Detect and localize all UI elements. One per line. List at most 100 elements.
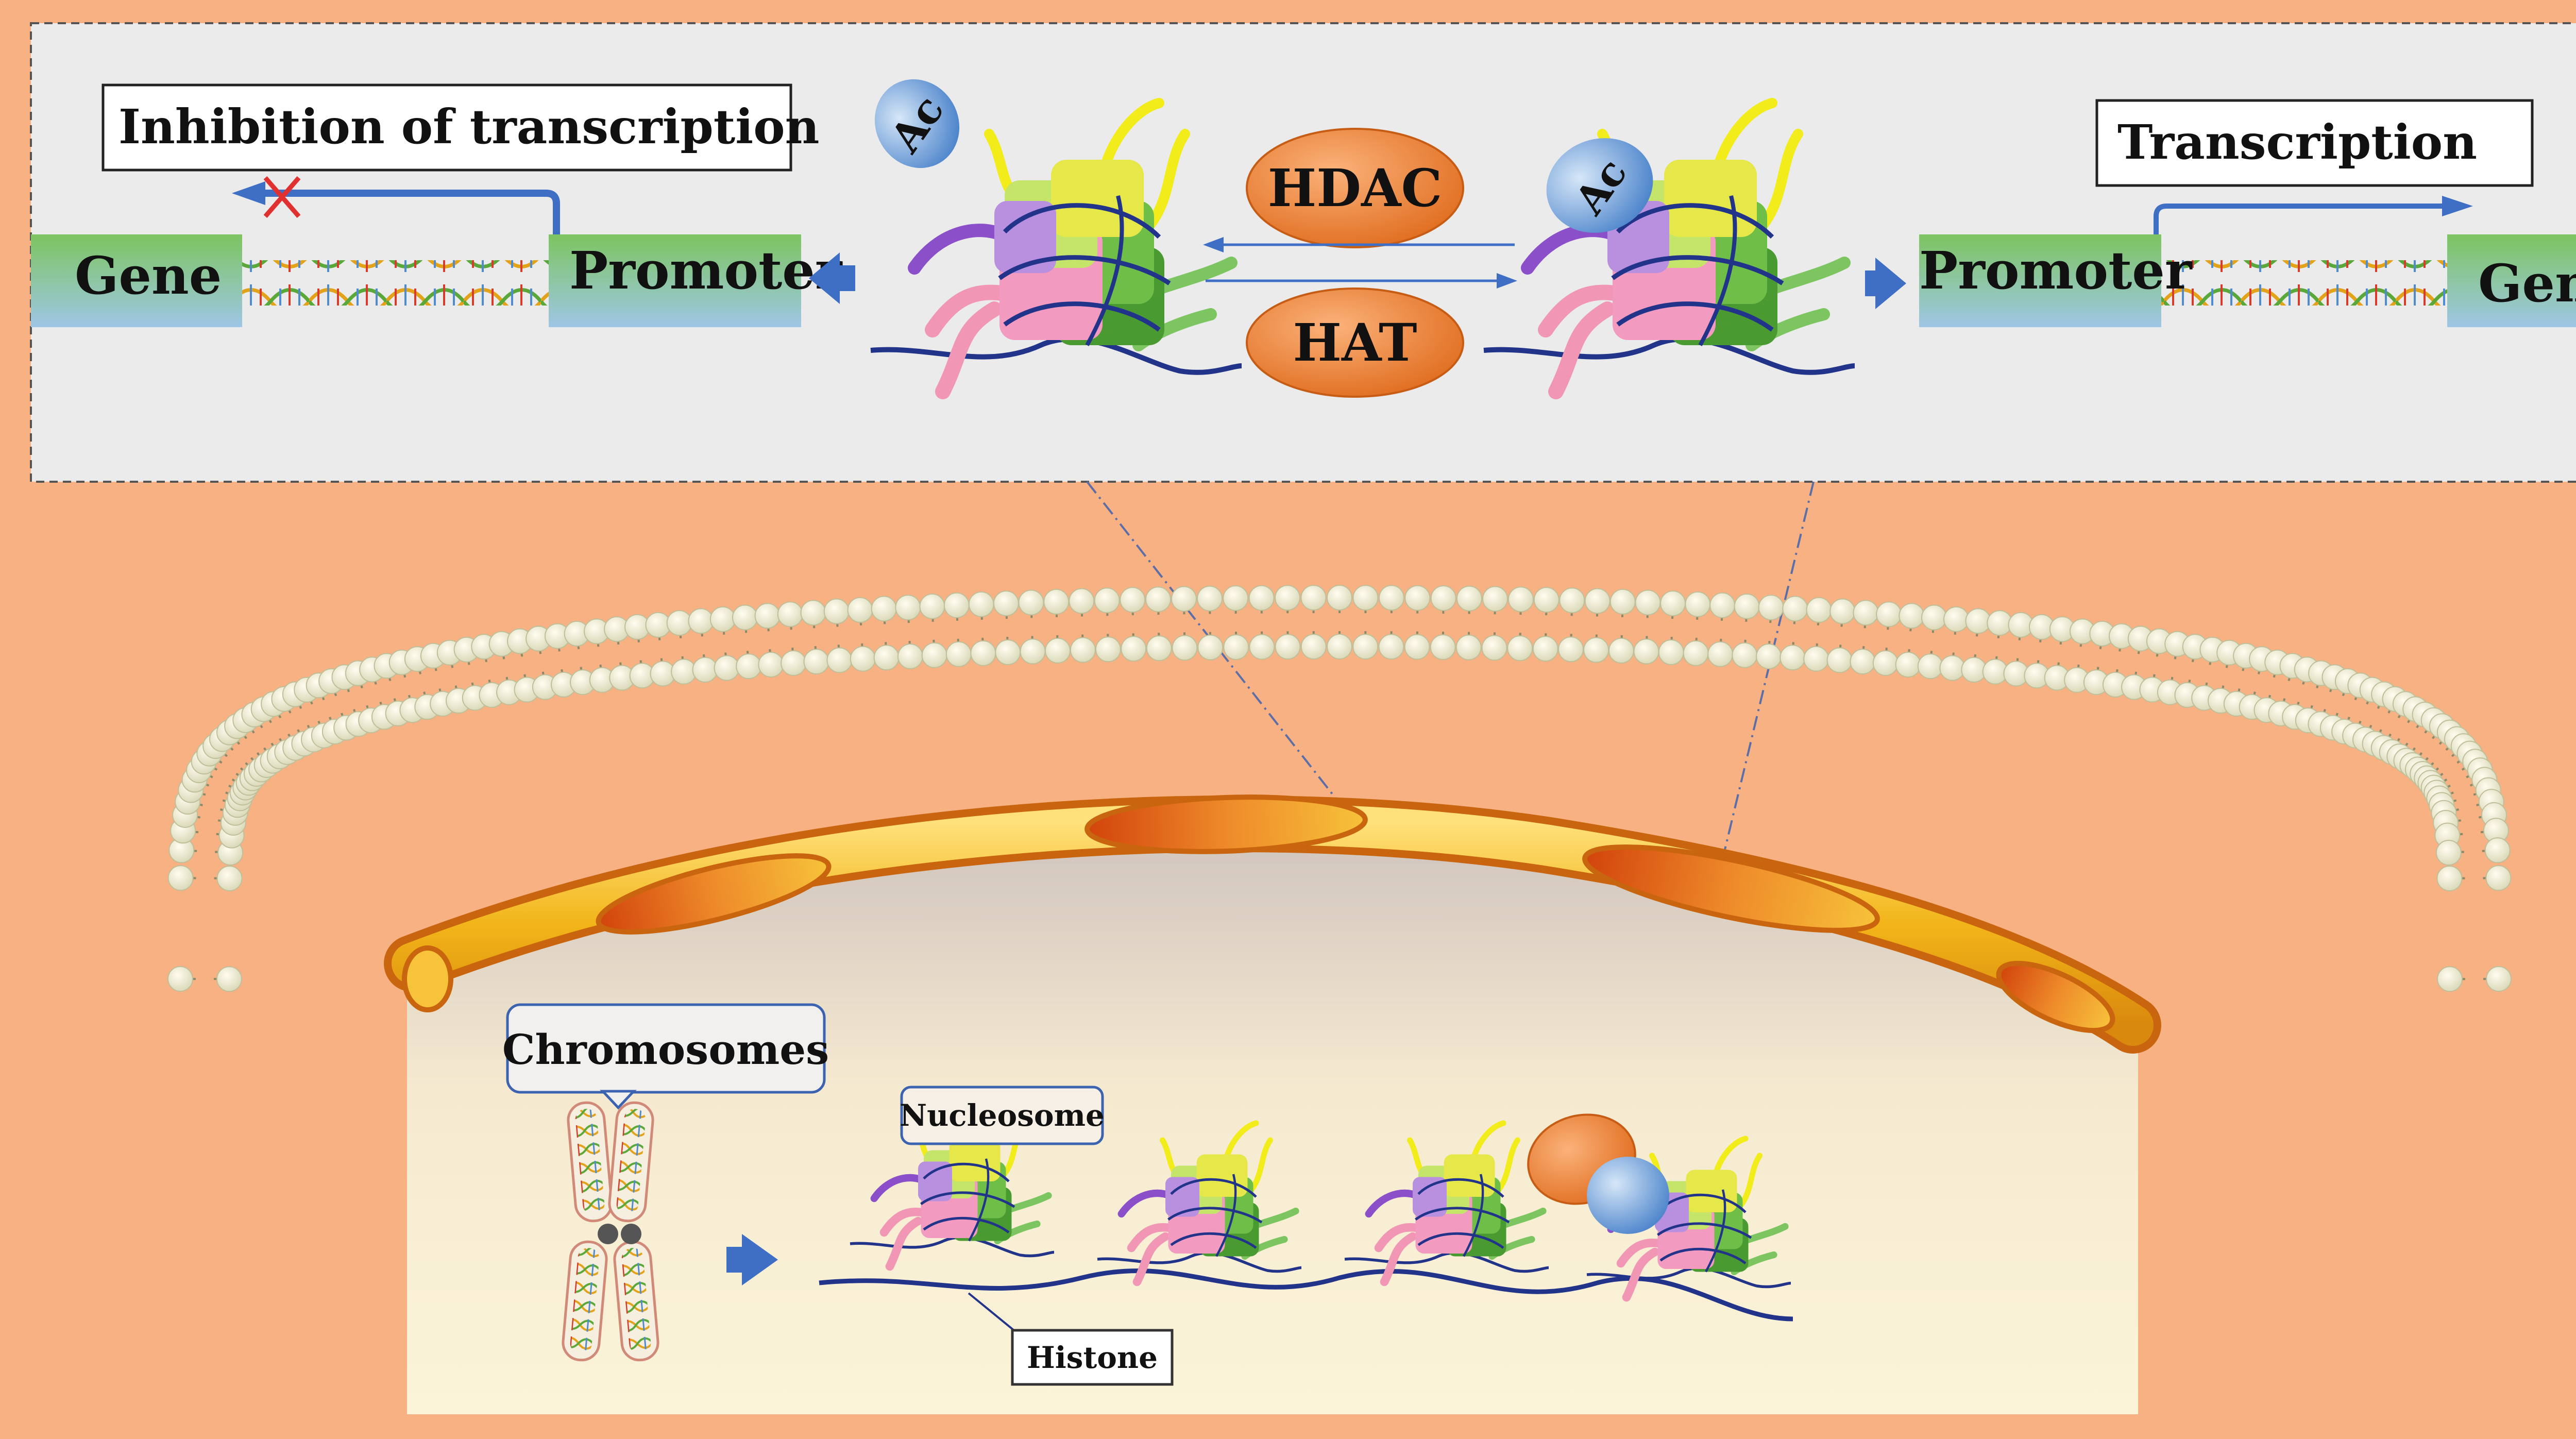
lipid-head	[1327, 585, 1352, 611]
transcription-label-box	[2095, 99, 2534, 187]
dna-helix-icon-right	[2161, 260, 2450, 306]
histone-label-box	[1011, 1329, 1174, 1386]
lipid-head	[1456, 585, 1482, 612]
lipid-head	[1635, 589, 1661, 616]
lipid-head	[2437, 966, 2463, 992]
lipid-head	[2485, 865, 2512, 891]
lipid-head	[781, 650, 807, 676]
nucleosome-acetylated-icon: Ac	[1484, 103, 1855, 392]
lipid-head	[736, 653, 762, 680]
lipid-head	[847, 597, 873, 623]
lipid-head	[1095, 636, 1121, 663]
promoter-label-right: Promoter	[1919, 240, 2193, 301]
promoter-block-right	[1919, 234, 2161, 327]
lipid-head	[1583, 637, 1609, 663]
lipid-head	[1275, 634, 1301, 660]
lipid-head	[1683, 640, 1709, 666]
hdac-label: HDAC	[1268, 158, 1442, 218]
chromosome-icon	[562, 1101, 659, 1361]
lipid-bilayer-icon	[167, 585, 2512, 992]
lipid-head	[1532, 636, 1558, 662]
lipid-head	[714, 655, 740, 681]
lipid-head	[993, 590, 1019, 617]
nuclear-pore-3	[1582, 844, 1880, 933]
promoter-block-left	[549, 234, 801, 327]
lipid-head	[1895, 652, 1921, 678]
lipid-head	[1608, 637, 1634, 664]
lipid-head	[1018, 589, 1044, 616]
lipid-head	[1069, 588, 1095, 614]
lipid-head	[1300, 634, 1327, 660]
arrow-to-promoter-left	[809, 252, 855, 304]
lipid-head	[1275, 585, 1301, 611]
promoter-label-left: Promoter	[569, 240, 843, 301]
acetyl-group-icon-small	[1587, 1157, 1669, 1234]
arrow-to-promoter-right	[1865, 258, 1906, 309]
lipid-head	[803, 649, 829, 675]
repressed-gene-region: Gene Promoter	[31, 176, 855, 327]
lipid-head	[943, 592, 970, 618]
lipid-head	[1223, 585, 1249, 612]
gene-label-left: Gene	[75, 245, 222, 306]
lipid-head	[1803, 646, 1829, 672]
nucleosome-label-box	[900, 1086, 1104, 1145]
lipid-head	[1507, 586, 1534, 613]
chromatin-fiber	[819, 1103, 1793, 1322]
lipid-head	[1782, 596, 1808, 622]
lipid-head	[2486, 966, 2512, 992]
lipid-head	[1327, 634, 1352, 659]
hat-enzyme: HAT	[1246, 287, 1464, 398]
lipid-head	[1853, 600, 1879, 626]
lipid-head	[826, 647, 853, 673]
lipid-head	[1707, 641, 1734, 667]
lipid-head	[709, 606, 736, 632]
lipid-head	[921, 642, 947, 668]
inhibition-label-box	[101, 83, 792, 172]
lipid-head	[1352, 585, 1379, 611]
lipid-head	[2484, 837, 2511, 864]
lipid-head	[1609, 588, 1636, 615]
transcription-label: Transcription	[2117, 114, 2477, 170]
lipid-head	[1481, 635, 1507, 661]
lipid-head	[823, 598, 850, 624]
nuclear-pore-1	[596, 853, 832, 935]
lipid-head	[945, 641, 972, 667]
inhibition-label: Inhibition of transcription	[118, 99, 819, 155]
lipid-head	[1826, 647, 1853, 673]
histone-label: Histone	[1027, 1340, 1158, 1375]
lipid-head	[1917, 653, 1943, 680]
lipid-head	[1732, 642, 1758, 668]
lipid-head	[1197, 585, 1223, 612]
lipid-head	[1939, 655, 1965, 681]
lipid-head	[1430, 634, 1456, 661]
lipid-head	[1121, 636, 1147, 662]
lipid-head	[1404, 634, 1430, 660]
nuclear-pore-4	[1996, 960, 2115, 1034]
lipid-head	[1300, 585, 1327, 611]
lipid-head	[1172, 635, 1198, 661]
lipid-head	[1248, 585, 1275, 611]
lipid-head	[758, 652, 784, 678]
lipid-head	[1094, 587, 1120, 614]
lipid-head	[1876, 601, 1902, 628]
lipid-head	[216, 966, 242, 992]
lipid-head	[1872, 650, 1899, 676]
lipid-head	[1943, 606, 1970, 632]
lipid-head	[167, 865, 194, 891]
lipid-head	[1829, 598, 1856, 624]
lipid-head	[1658, 639, 1684, 666]
lipid-head	[1404, 585, 1431, 611]
block-x-icon	[263, 176, 301, 218]
lipid-head	[216, 865, 243, 891]
lipid-head	[1020, 638, 1046, 665]
gene-label-right: Gene	[2478, 253, 2576, 314]
lipid-head	[1734, 593, 1760, 619]
lipid-head	[1378, 634, 1404, 660]
dna-helix-icon	[242, 260, 551, 306]
active-gene-region: Promoter Gene	[1865, 196, 2576, 327]
lipid-head	[1685, 591, 1711, 617]
lipid-head	[995, 639, 1021, 666]
lipid-head	[167, 966, 193, 992]
hdac-enzyme: HDAC	[1246, 128, 1464, 248]
lipid-head	[1633, 638, 1659, 665]
